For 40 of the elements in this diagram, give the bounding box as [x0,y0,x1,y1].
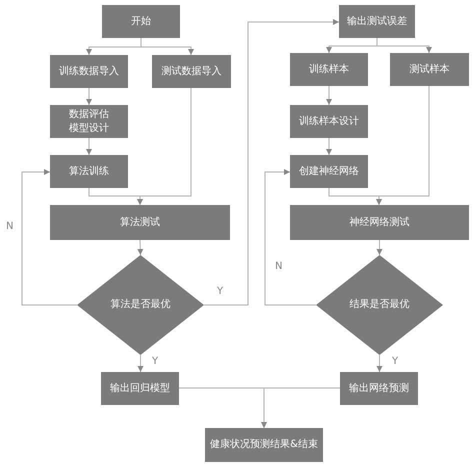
arrow [376,86,430,206]
arrow [326,138,332,156]
process-box: 数据评估模型设计 [50,105,128,138]
arrow [204,19,340,306]
decision-diamond [316,255,443,355]
arrow [140,38,194,56]
process-box: 输出网络预测 [340,372,418,405]
process-box: 创建神经网络 [290,155,368,188]
arrow [137,240,144,256]
decision-text: 算法是否最优 [110,298,170,312]
arrow [376,240,382,256]
process-box: 健康状况预测结果&结束 [205,428,323,462]
arrow [264,169,316,306]
process-box: 训练样本 [290,53,368,86]
arrow [138,354,144,372]
edge-label: Y [216,286,224,297]
process-box: 测试样本 [390,53,469,86]
arrow [261,388,340,428]
edge-label: N [5,221,14,232]
process-box: 输出回归模型 [101,372,179,405]
decision-diamond [77,255,204,355]
process-box: 测试数据导入 [152,55,231,88]
arrow [376,354,382,372]
arrow [22,169,78,306]
edge-label: Y [151,356,160,367]
arrow [86,88,92,106]
arrow [137,88,192,206]
process-box: 开始 [102,5,180,38]
edge-label: Y [391,356,400,367]
process-box: 神经网络测试 [290,205,469,240]
arrow [326,86,332,106]
arrow [86,138,92,156]
arrow [376,38,432,54]
decision-text: 结果是否最优 [350,298,410,312]
process-box: 输出测试误差 [339,5,415,38]
process-box: 算法测试 [50,205,230,240]
process-box: 算法训练 [50,155,128,188]
process-box: 训练样本设计 [290,105,368,138]
process-box: 训练数据导入 [50,55,128,88]
edge-label: N [274,261,284,272]
